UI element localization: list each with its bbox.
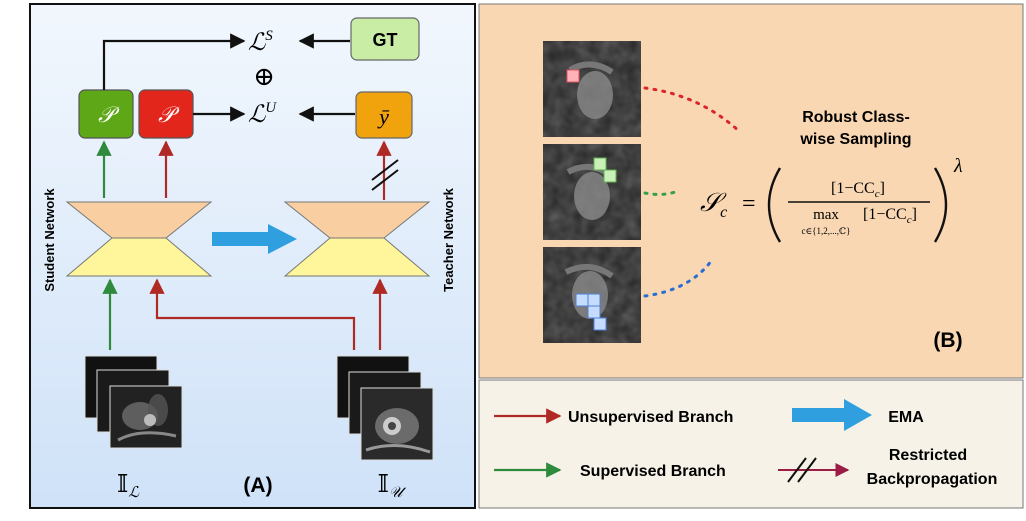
sampled-pixel-blue-1	[575, 293, 589, 307]
sample-image-bottom	[543, 247, 641, 343]
sampled-pixel-green-1	[593, 157, 607, 171]
plus-symbol: ⊕	[253, 62, 275, 91]
sample-image-middle	[543, 144, 641, 240]
student-network-label: Student Network	[42, 188, 57, 292]
sampled-pixel-red	[566, 69, 580, 83]
gt-label: GT	[373, 30, 398, 50]
unlabeled-set-label: 𝕀𝒰	[378, 472, 407, 501]
sampled-pixel-blue-4	[593, 317, 607, 331]
labeled-set-label: 𝕀ℒ	[117, 472, 140, 501]
formula-equals: =	[742, 191, 756, 217]
loss-unsupervised-label: ℒU	[248, 100, 277, 128]
pseudo-label-box	[355, 91, 413, 139]
legend-supervised-label: Supervised Branch	[580, 463, 726, 480]
sample-image-top	[543, 41, 641, 137]
restricted-slash-1	[371, 169, 399, 191]
sampled-pixel-blue-2	[587, 293, 601, 307]
loss-supervised-label: ℒS	[248, 28, 273, 56]
teacher-network-label: Teacher Network	[441, 187, 456, 292]
formula-max: max	[813, 207, 839, 223]
legend-ema-label: EMA	[888, 409, 924, 426]
formula-right-paren	[933, 167, 948, 243]
sampling-title-line1: Robust Class-	[802, 109, 910, 126]
panel-a-label: (A)	[243, 474, 272, 497]
legend-restricted-label-line2: Backpropagation	[867, 471, 998, 488]
dotted-connector-blue	[643, 258, 714, 298]
student-decoder-bottom	[65, 237, 213, 277]
sampling-title-line2: wise Sampling	[799, 131, 911, 148]
formula-max-subscript: c∈{1,2,...,ℂ}	[802, 226, 851, 236]
formula-numerator: [1−CCc]	[831, 180, 885, 200]
unlabeled-image-stack	[336, 355, 434, 461]
legend-unsupervised-label: Unsupervised Branch	[568, 409, 733, 426]
pseudo-label-symbol: ȳ	[377, 104, 390, 129]
dotted-connector-red	[643, 86, 742, 134]
labeled-image-stack	[84, 355, 183, 449]
legend-restricted-label-line1: Restricted	[889, 447, 967, 464]
formula-left-paren	[767, 167, 782, 243]
legend-restricted-slash-1	[787, 457, 807, 483]
restricted-slash-2	[371, 159, 399, 181]
legend-ema-arrow	[792, 399, 872, 431]
arrow-pred-to-loss-s	[102, 33, 246, 90]
gt-box	[350, 17, 420, 61]
legend-background	[478, 379, 1024, 509]
sampled-pixel-blue-3	[587, 305, 601, 319]
ema-arrow	[212, 224, 297, 254]
formula-exponent: λ	[953, 155, 963, 177]
prediction-box-supervised	[78, 89, 134, 139]
dotted-connector-green	[643, 188, 682, 196]
legend-restricted-slash-2	[797, 457, 817, 483]
arrow-unlabeled-to-student	[149, 278, 356, 350]
formula-denominator: [1−CCc]	[863, 206, 917, 226]
teacher-decoder-bottom	[283, 237, 431, 277]
sampling-formula: 𝒮c = [1−CCc] max c∈{1,2,...,ℂ} [1−CCc] λ	[700, 155, 963, 243]
sampled-pixel-green-2	[603, 169, 617, 183]
panel-b-label: (B)	[933, 329, 962, 352]
